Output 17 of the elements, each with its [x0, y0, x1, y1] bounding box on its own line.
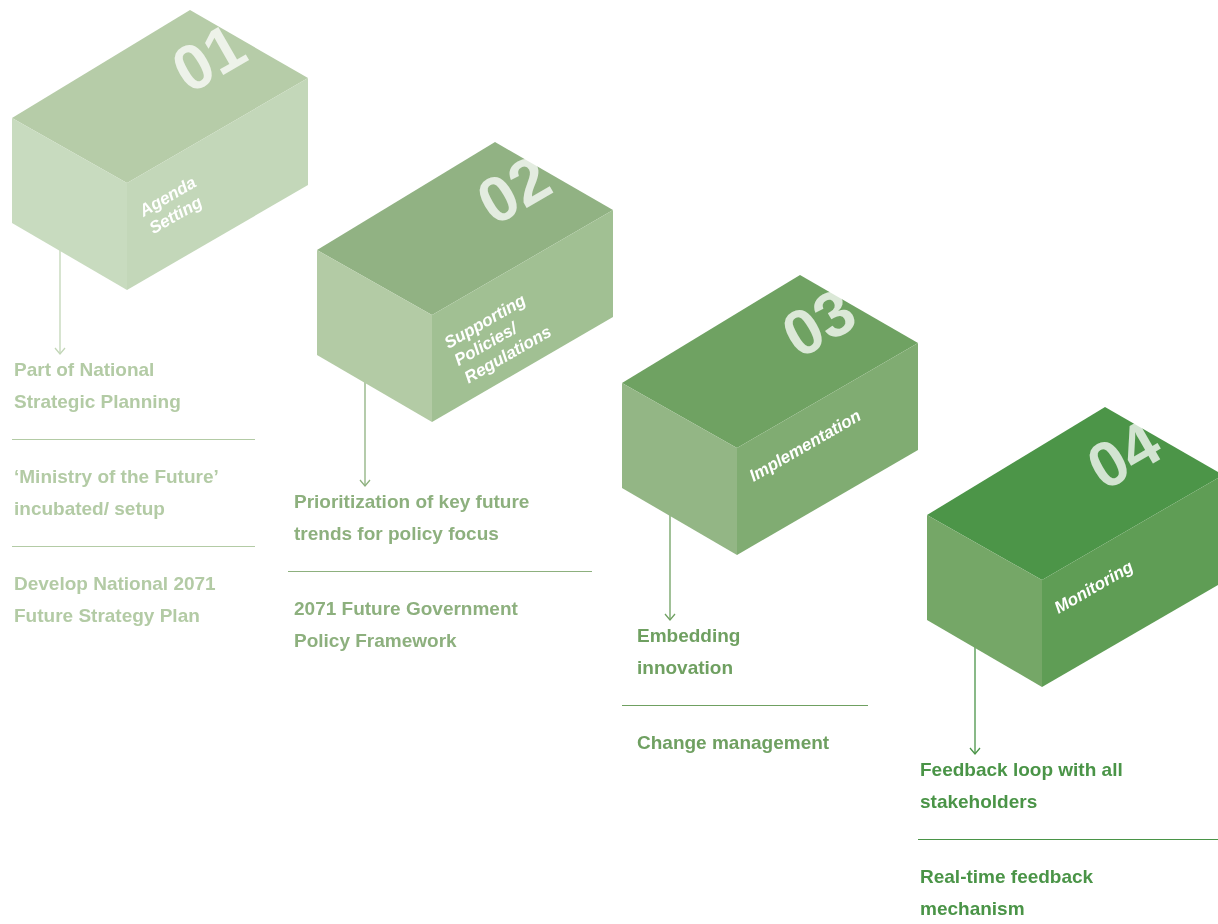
step-detail: Develop National 2071 Future Strategy Plan	[14, 568, 259, 632]
step-detail: Change management	[637, 727, 877, 759]
step-number: 04	[1077, 409, 1171, 501]
arrow	[664, 514, 676, 621]
step-detail: Prioritization of key future trends for policy focus	[294, 486, 584, 550]
arrow	[359, 381, 371, 487]
arrow	[54, 249, 66, 355]
step-detail: Part of National Strategic Planning	[14, 354, 214, 418]
step-number: 01	[162, 12, 256, 104]
step-number: 03	[772, 277, 866, 369]
step-detail: Embedding innovation	[637, 620, 772, 684]
step-detail: Real-time feedback mechanism	[920, 861, 1140, 924]
step-detail: ‘Ministry of the Future’ incubated/ setup	[14, 461, 259, 525]
arrow	[969, 646, 981, 755]
step-number: 02	[467, 144, 561, 236]
step-detail: 2071 Future Government Policy Framework	[294, 593, 569, 657]
step-detail: Feedback loop with all stakeholders	[920, 754, 1165, 818]
